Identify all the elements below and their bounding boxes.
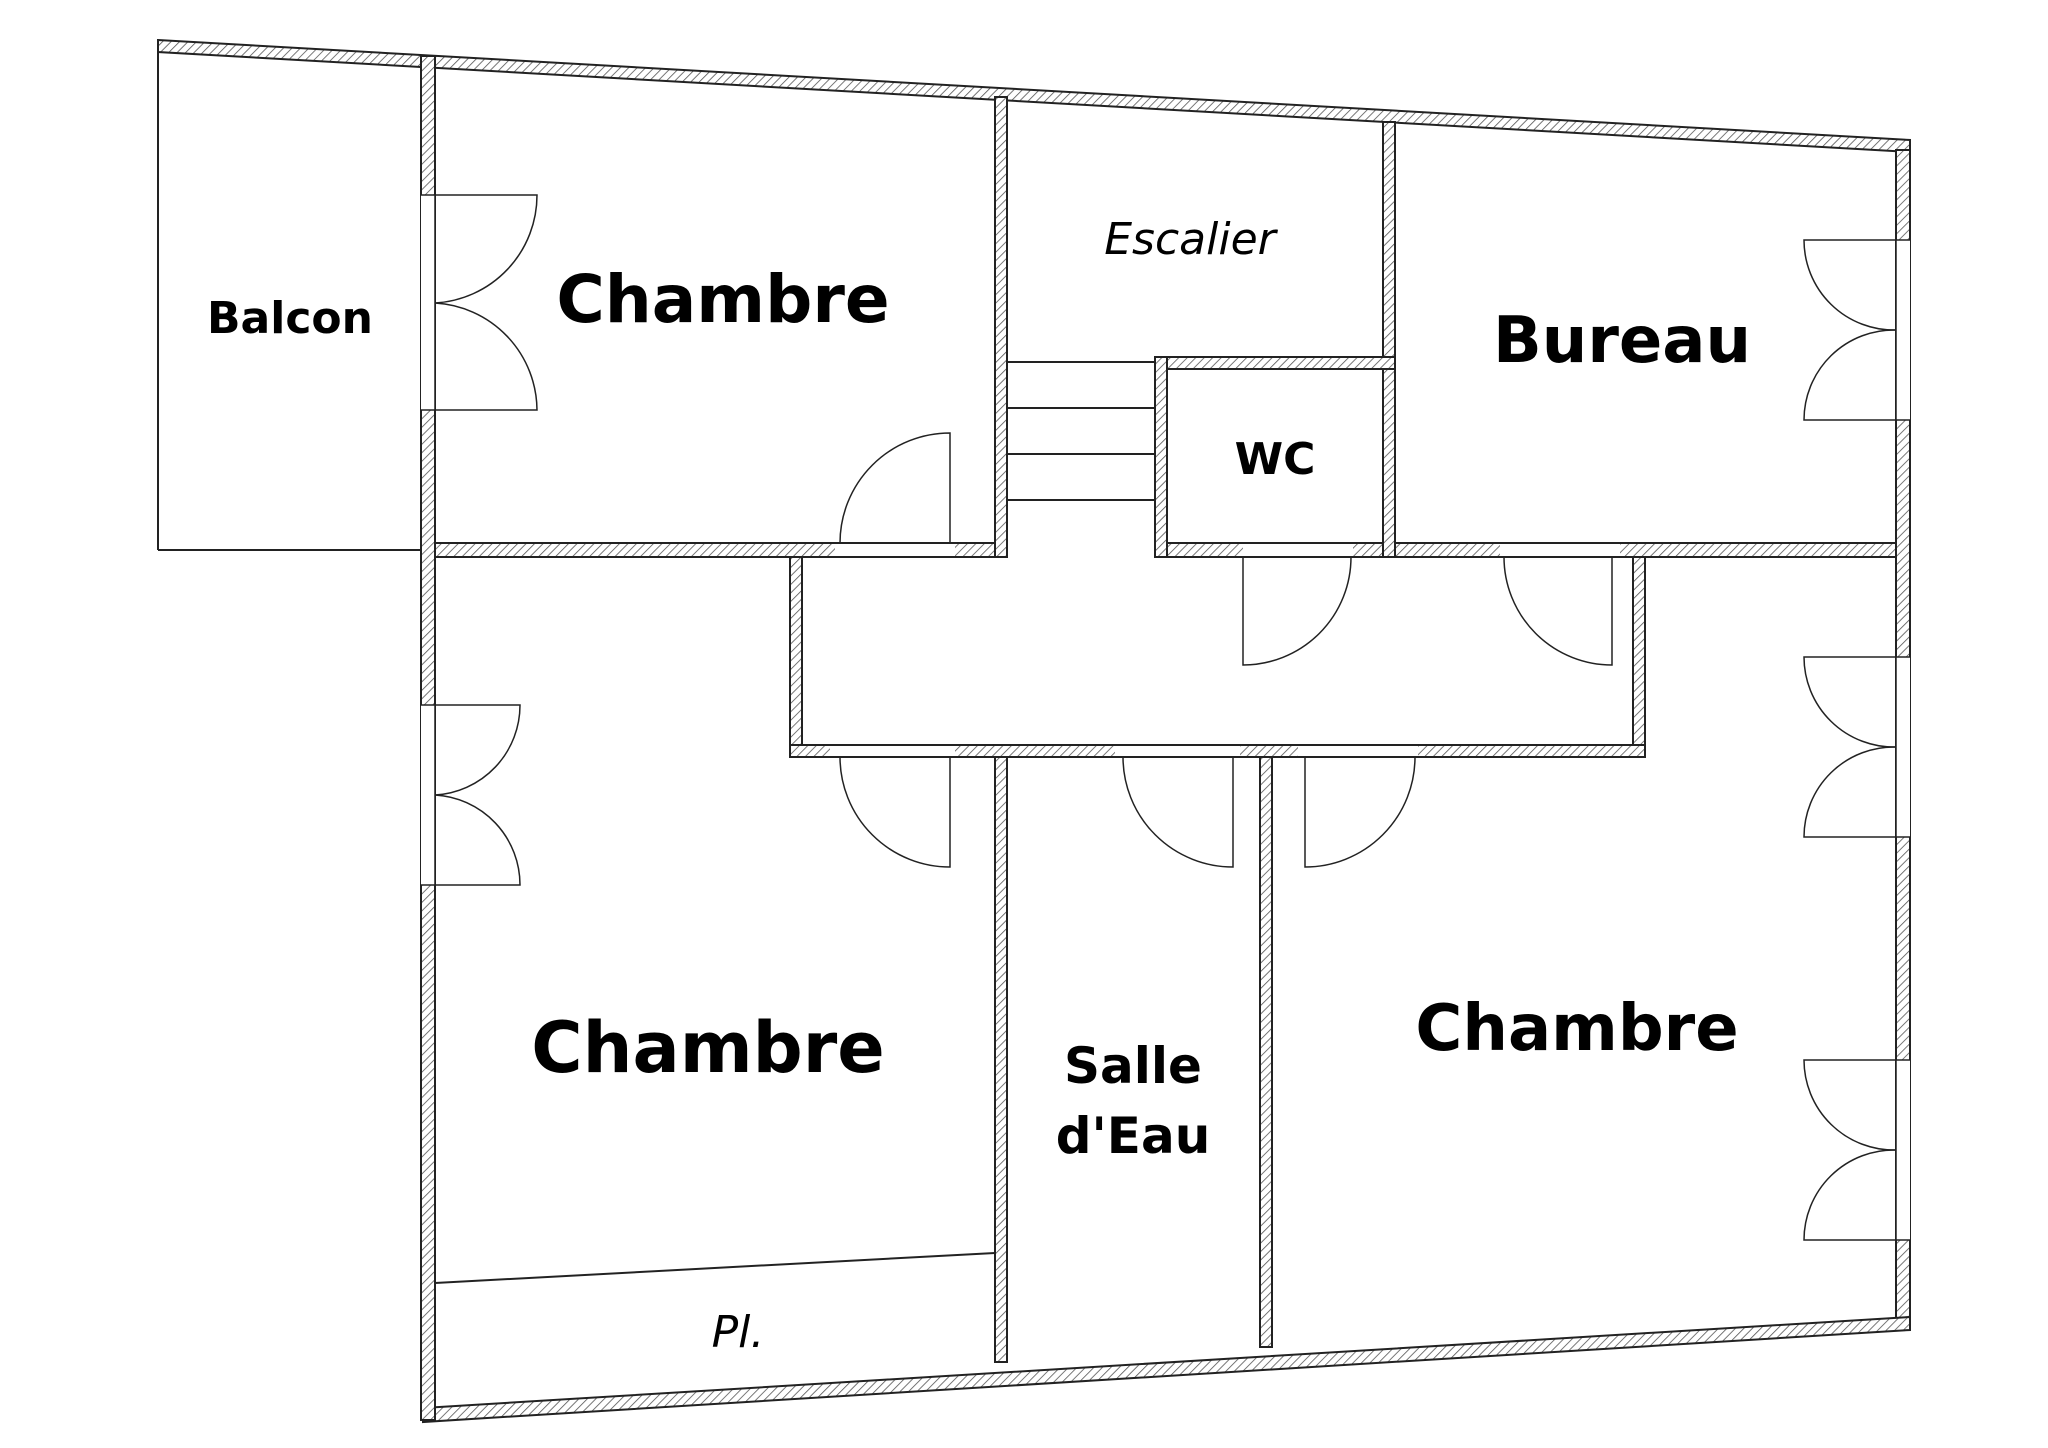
door-swing xyxy=(1803,746,1897,838)
room-label-chambre-top: Chambre xyxy=(556,261,889,338)
wall-salle-right xyxy=(1259,756,1273,1348)
door-swing xyxy=(1304,756,1416,868)
door-swing xyxy=(1122,756,1234,868)
room-label-wc: WC xyxy=(1235,434,1316,485)
wall-corridor-right xyxy=(1632,556,1646,758)
openings xyxy=(421,194,1910,1241)
door-swings xyxy=(434,194,1897,1241)
door-swing xyxy=(1803,1149,1897,1241)
room-labels: Balcon Chambre Escalier WC Bureau Chambr… xyxy=(207,214,1751,1358)
door-swing xyxy=(1803,656,1897,748)
room-label-bureau: Bureau xyxy=(1493,304,1751,378)
outer-walls xyxy=(157,38,1911,1424)
placard-partition xyxy=(434,1252,996,1284)
wall-chambre-right xyxy=(994,96,1008,558)
door-swing xyxy=(1242,556,1352,666)
room-label-salle-deau-line1: Salle xyxy=(1064,1037,1202,1095)
door-swing xyxy=(839,756,951,868)
room-label-balcon: Balcon xyxy=(207,293,373,344)
door-swing xyxy=(434,704,521,796)
room-label-salle-deau-line2: d'Eau xyxy=(1056,1107,1211,1165)
wall-wc-top xyxy=(1154,356,1396,370)
balcon-outline xyxy=(157,40,421,551)
wall-wc-left xyxy=(1154,356,1168,558)
room-label-placard: Pl. xyxy=(712,1307,765,1358)
door-swing xyxy=(1503,556,1613,666)
room-label-chambre-bottom-right: Chambre xyxy=(1415,992,1738,1066)
door-swing xyxy=(839,432,951,544)
door-swing xyxy=(434,794,521,886)
door-swing xyxy=(1803,329,1897,421)
door-swing xyxy=(1803,239,1897,331)
wall-corridor-left xyxy=(789,556,803,758)
door-swing xyxy=(434,194,538,304)
door-swing xyxy=(434,302,538,411)
stairs xyxy=(1007,361,1155,501)
room-label-escalier: Escalier xyxy=(1104,214,1278,265)
wall-salle-left xyxy=(994,756,1008,1363)
room-label-chambre-bottom-left: Chambre xyxy=(531,1007,885,1089)
wall-bureau-left xyxy=(1382,121,1396,558)
door-swing xyxy=(1803,1059,1897,1151)
wall-bottom xyxy=(422,1315,1911,1424)
